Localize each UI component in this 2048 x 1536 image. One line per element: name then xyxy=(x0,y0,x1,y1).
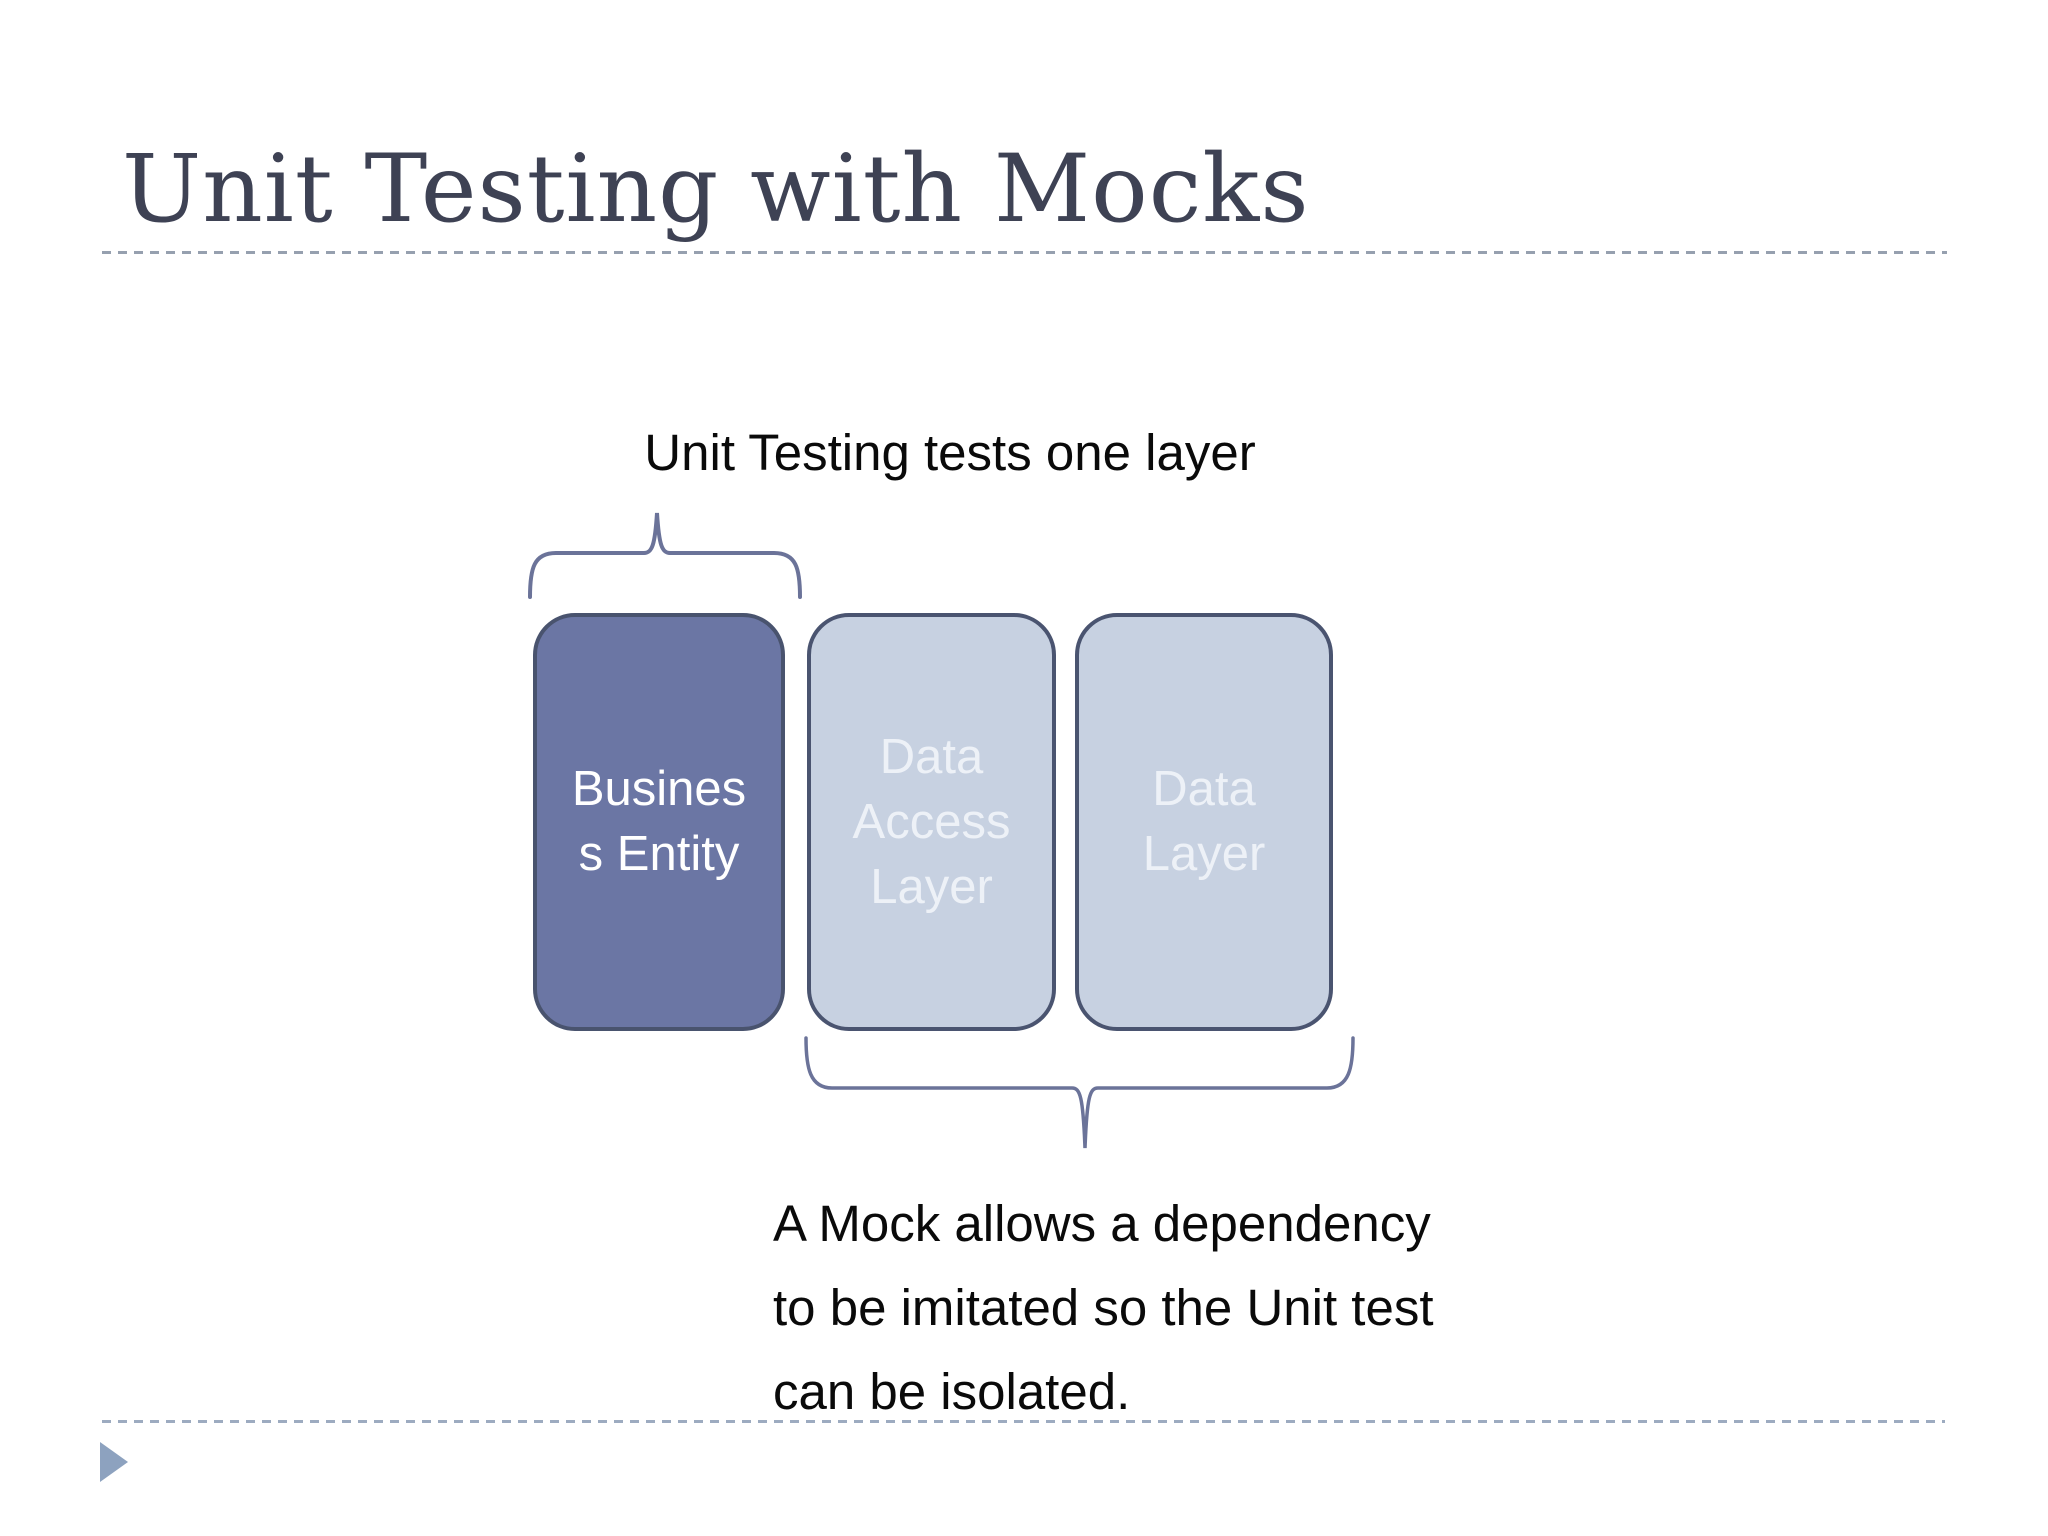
box-data-access-layer-line: Access xyxy=(852,794,1011,849)
box-data-access-layer-line: Layer xyxy=(870,859,993,914)
brace-under-data-layers xyxy=(804,1036,1355,1149)
bottom-caption-line: can be isolated. xyxy=(773,1363,1131,1420)
brace-over-business-entity xyxy=(528,512,802,599)
box-business-entity-line: s Entity xyxy=(578,827,740,881)
box-data-access-layer-line: Data xyxy=(879,729,984,784)
bottom-caption: A Mock allows a dependency to be imitate… xyxy=(773,1182,1434,1434)
play-triangle-icon xyxy=(100,1442,128,1482)
title-divider-dashed-line xyxy=(102,251,1947,254)
top-caption: Unit Testing tests one layer xyxy=(644,424,1256,481)
box-data-layer-line: Data xyxy=(1152,762,1256,816)
bottom-caption-line: to be imitated so the Unit test xyxy=(773,1279,1434,1336)
box-business-entity-line: Busines xyxy=(571,762,747,816)
box-business-entity: Busines s Entity xyxy=(533,613,785,1031)
box-data-layer-line: Layer xyxy=(1142,827,1266,881)
page-title: Unit Testing with Mocks xyxy=(122,135,1310,244)
box-data-layer: Data Layer xyxy=(1075,613,1333,1031)
bottom-caption-line: A Mock allows a dependency xyxy=(773,1195,1431,1252)
box-data-access-layer: Data Access Layer xyxy=(807,613,1056,1031)
footer-divider-dashed-line xyxy=(102,1420,1945,1423)
